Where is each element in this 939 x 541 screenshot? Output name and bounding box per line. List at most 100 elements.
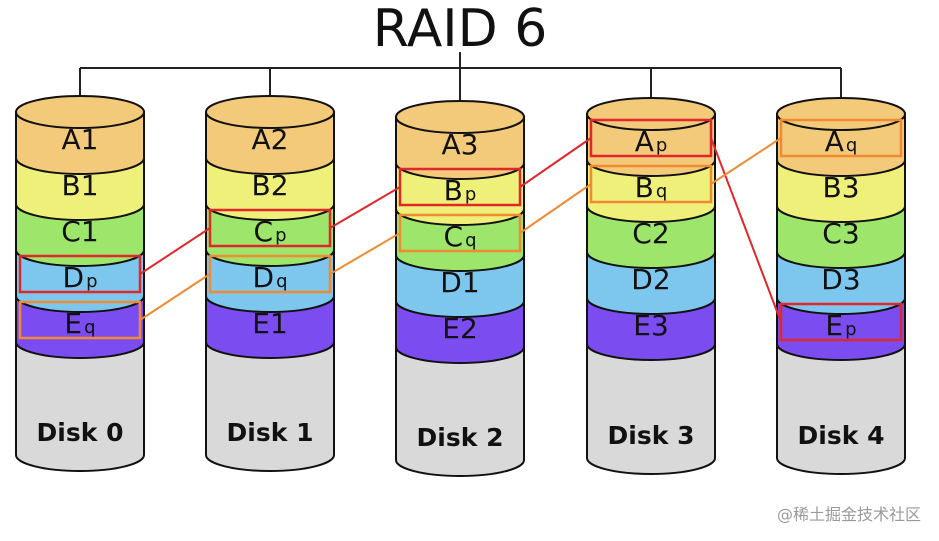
- parity-links: [139, 137, 782, 323]
- disk-segment-d: [395, 254, 525, 318]
- block-label-base: B: [61, 169, 80, 202]
- block-label-base: B: [444, 174, 463, 207]
- disk-top-cap: [586, 97, 716, 131]
- disk-label: Disk 2: [417, 423, 504, 452]
- block-label: B1: [61, 169, 98, 202]
- disk-segment-e: [205, 295, 335, 359]
- q-parity-link: [329, 232, 401, 275]
- disk-segment-c: [586, 205, 716, 269]
- block-label-sub: p: [275, 225, 286, 246]
- block-label-sub: 1: [81, 215, 99, 248]
- block-label-base: D: [253, 261, 275, 294]
- block-label-sub: q: [656, 181, 667, 202]
- block-label: D2: [631, 263, 670, 296]
- block-label-base: D: [440, 266, 462, 299]
- block-label-base: B: [635, 171, 654, 204]
- block-label-base: E: [252, 307, 270, 340]
- block-label-sub: 3: [842, 217, 860, 250]
- watermark: @稀土掘金技术社区: [777, 505, 921, 524]
- block-label-base: E: [442, 312, 460, 345]
- block-label-base: D: [63, 261, 85, 294]
- disk-top-cap: [395, 100, 525, 134]
- block-label-base: C: [822, 217, 842, 250]
- disk-label: Disk 3: [608, 421, 695, 450]
- block-label-sub: p: [845, 319, 856, 340]
- block-label-base: B: [822, 171, 841, 204]
- p-parity-link: [139, 227, 211, 275]
- block-label-sub: 2: [271, 123, 289, 156]
- block-label-base: E: [64, 307, 82, 340]
- disk-top-cap: [15, 95, 145, 129]
- disk-segment-b: [15, 157, 145, 221]
- block-label-base: C: [632, 217, 652, 250]
- block-label-sub: p: [465, 184, 476, 205]
- block-label-base: B: [251, 169, 270, 202]
- block-label-base: C: [61, 215, 81, 248]
- disk-segment-a: [15, 111, 145, 175]
- block-label-sub: 2: [652, 217, 670, 250]
- disk-segment-a: [205, 111, 335, 175]
- block-label-base: C: [254, 215, 274, 248]
- block-label-sub: 1: [81, 169, 99, 202]
- block-label: C2: [632, 217, 669, 250]
- block-label: A1: [62, 123, 99, 156]
- block-label-sub: 2: [271, 169, 289, 202]
- block-label-base: E: [633, 309, 651, 342]
- p-parity-link: [519, 137, 592, 188]
- diagram-title: RAID 6: [373, 0, 548, 59]
- q-parity-link: [519, 183, 592, 234]
- disk-segment-b: [776, 159, 906, 223]
- block-label-base: A: [442, 128, 461, 161]
- block-label-base: E: [825, 309, 843, 342]
- disk-segment-e: [15, 295, 145, 359]
- block-label: B2: [251, 169, 288, 202]
- disk-segment-e: [586, 297, 716, 361]
- block-label-sub: q: [84, 317, 95, 338]
- disk-segment-a: [776, 113, 906, 177]
- block-label: E2: [442, 312, 478, 345]
- disk-segment-e: [776, 297, 906, 361]
- disk-segment-c: [776, 205, 906, 269]
- block-label: D1: [440, 266, 479, 299]
- block-label-sub: q: [276, 271, 287, 292]
- block-label-sub: 3: [461, 128, 479, 161]
- block-label-sub: 3: [651, 309, 669, 342]
- disk-segment-b: [586, 159, 716, 223]
- p-parity-link: [710, 137, 782, 323]
- q-parity-link: [710, 137, 782, 185]
- block-label-sub: 2: [653, 263, 671, 296]
- block-label-base: A: [635, 125, 654, 158]
- block-label: D3: [821, 263, 860, 296]
- block-label-base: C: [444, 220, 464, 253]
- block-label: A2: [252, 123, 289, 156]
- block-label-sub: 2: [460, 312, 478, 345]
- block-label-sub: p: [86, 271, 97, 292]
- block-label: E3: [633, 309, 669, 342]
- controller-connectors: [79, 52, 842, 101]
- block-label-sub: 3: [843, 263, 861, 296]
- block-label: C3: [822, 217, 859, 250]
- disk-label: Disk 0: [37, 418, 124, 447]
- block-label: E1: [252, 307, 288, 340]
- block-label-base: A: [825, 125, 844, 158]
- p-parity-link: [329, 186, 401, 229]
- disk-top-cap: [776, 97, 906, 131]
- disk-segment-d: [586, 251, 716, 315]
- block-label-sub: 3: [842, 171, 860, 204]
